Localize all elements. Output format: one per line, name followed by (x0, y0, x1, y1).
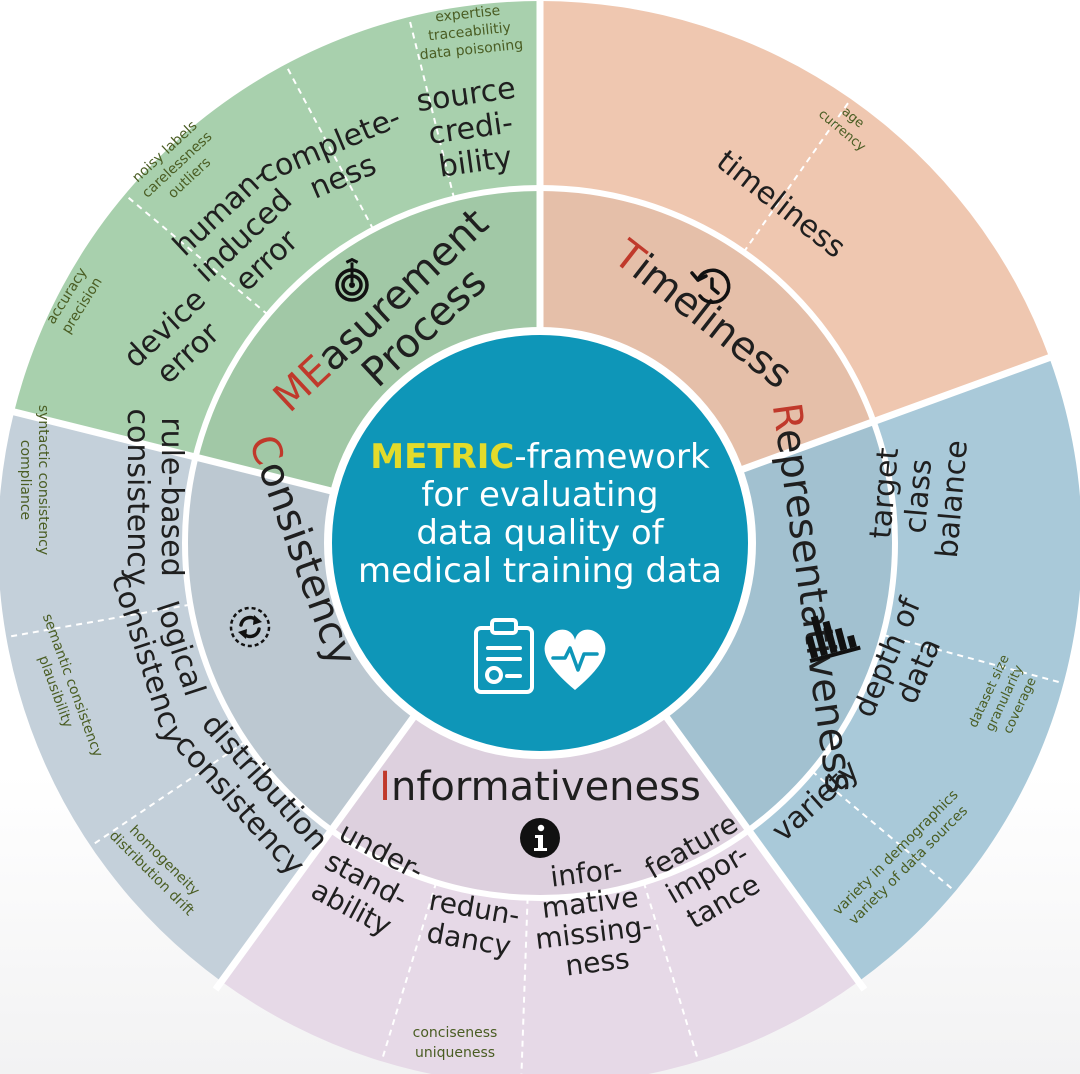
feature-importance-cluster: featureimpor-tance (639, 806, 775, 941)
timeliness-outer-sector (540, 1, 1050, 422)
dashed-divider (380, 882, 438, 1062)
dashed-divider (124, 193, 269, 316)
redundancy-cluster: redun-dancy (421, 884, 522, 964)
dashed-divider (284, 63, 375, 231)
dashed-divider (6, 603, 191, 639)
rule-based-consistency-cluster-line: consistency (120, 409, 155, 586)
depth-of-data-attributes: dataset sizegranularitycoverage (966, 653, 1044, 745)
dashed-divider (520, 897, 529, 1074)
dashed-divider (407, 16, 456, 199)
redundancy-attributes-line: conciseness (413, 1025, 498, 1041)
separator-line (3, 406, 336, 496)
informative-missingness-cluster-line: ness (563, 942, 631, 983)
center-disk (324, 327, 756, 759)
center-title-line4: medical training data (358, 551, 722, 591)
source-credibility-attributes-line: expertise (434, 3, 501, 26)
informativeness-dimension-label: Informativeness (379, 764, 701, 810)
separator-line (212, 712, 419, 992)
rule-based-consistency-attributes-line: compliance (17, 440, 33, 520)
cluster-dividers (6, 16, 1064, 1074)
inner-ring (184, 188, 895, 899)
center-title-suffix: -framework (514, 437, 710, 477)
center-highlight: METRIC (370, 437, 514, 477)
measurement-inner-sector (195, 188, 540, 492)
dashed-divider (742, 98, 852, 253)
informative-missingness-cluster: infor-mativemissing-ness (526, 849, 658, 985)
target-class-balance-cluster: targetclassbalance (862, 433, 975, 560)
target-icon (335, 257, 369, 302)
rule-based-consistency-cluster-line: rule-based (154, 417, 189, 577)
bar-chart-icon (805, 615, 861, 663)
center-title-line3: data quality of (416, 513, 664, 553)
rule-based-consistency-attributes-line: syntactic consistency (35, 405, 51, 555)
dashed-divider (642, 882, 700, 1062)
informativeness-inner-sector (331, 714, 749, 899)
timeliness-inner-sector (540, 188, 874, 471)
dashed-divider (90, 740, 247, 847)
informativeness-rest: nformativeness (391, 764, 701, 810)
measurement-outer-sector (14, 1, 540, 458)
heart-pulse-icon (544, 629, 606, 690)
rule-based-consistency-cluster: rule-basedconsistency (120, 409, 189, 586)
representativeness-outer-sector (748, 357, 1080, 982)
redundancy-attributes: conciseness uniqueness (413, 1025, 498, 1061)
target-class-balance-cluster-line: target (863, 446, 906, 540)
consistency-inner-sector (184, 457, 416, 831)
rule-based-consistency-attributes: syntactic consistencycompliance (17, 405, 51, 555)
representativeness-inner-sector (664, 421, 895, 831)
separator-line (661, 712, 868, 992)
clipboard-certificate-icon (474, 618, 534, 694)
clock-history-icon (690, 268, 731, 304)
dashed-divider (882, 633, 1064, 685)
consistency-outer-sector (0, 411, 332, 982)
target-class-balance-cluster-line: class (898, 458, 939, 535)
sync-icon (229, 606, 271, 648)
separator-line (738, 350, 1060, 474)
redundancy-attributes-line: uniqueness (415, 1045, 495, 1061)
center-title-line1: METRIC-framework (370, 437, 710, 477)
ring-divider (182, 185, 898, 901)
informativeness-outer-sector (221, 830, 859, 1074)
center-title: METRIC-framework for evaluating data qua… (358, 437, 722, 591)
dashed-divider (811, 770, 956, 893)
center-title-line2: for evaluating (421, 475, 658, 515)
informativeness-initial: I (379, 764, 391, 810)
dimension-separators (3, 0, 1060, 992)
info-icon (520, 818, 560, 858)
